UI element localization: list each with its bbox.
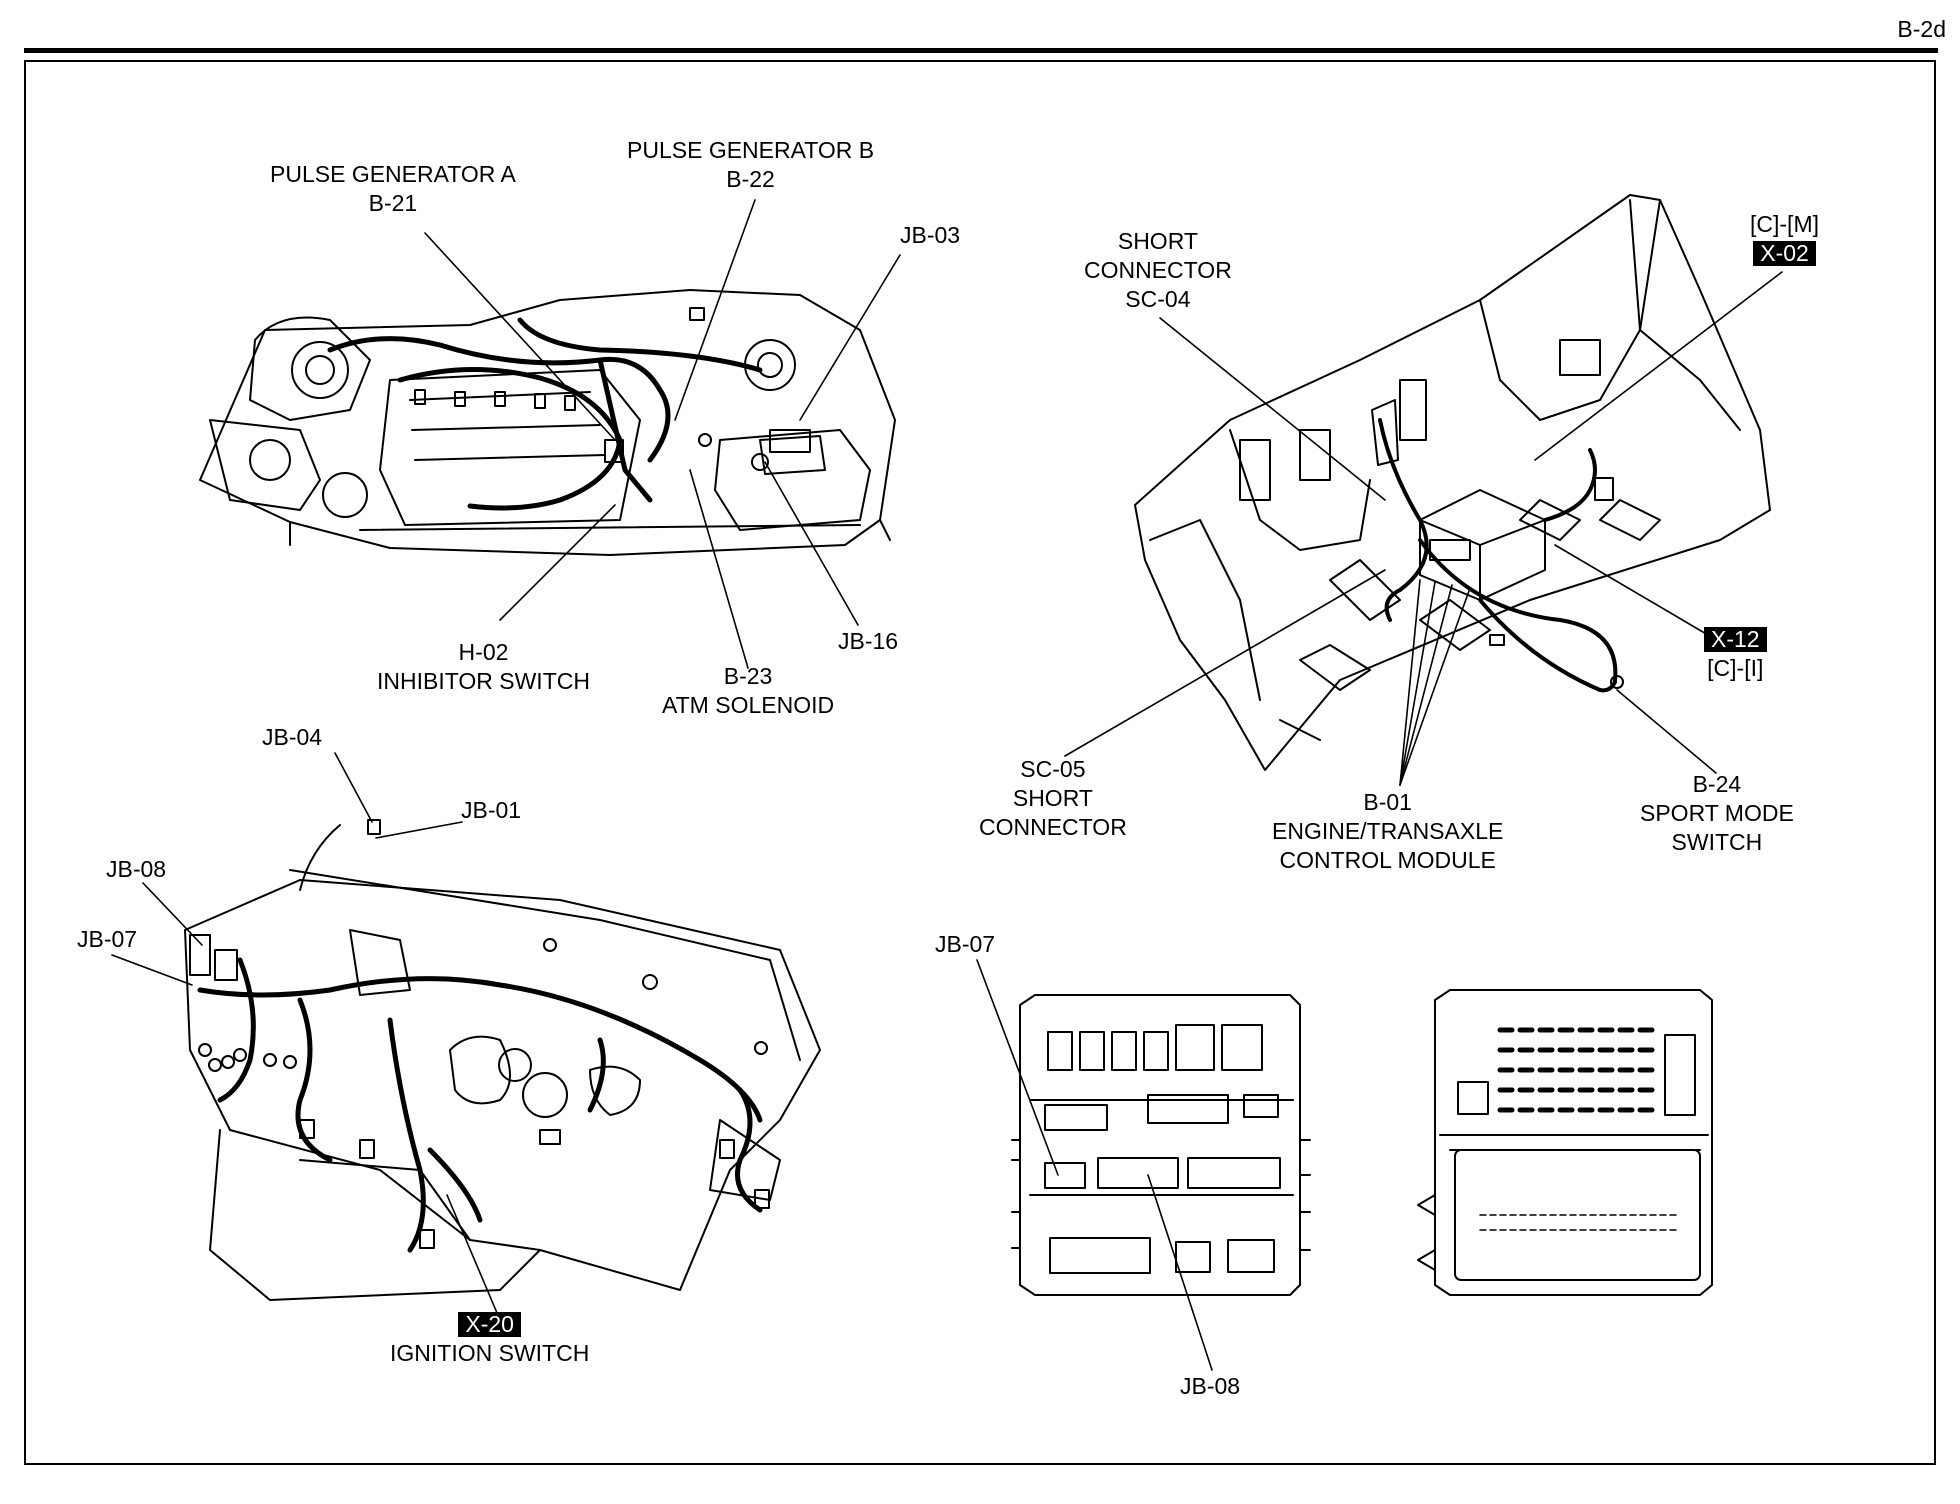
junction-box-rear	[1417, 989, 1713, 1296]
engine-connectors	[414, 307, 811, 471]
short-connector-sc05-label: SC-05 SHORT CONNECTOR	[979, 756, 1127, 840]
atm-solenoid-label: B-23 ATM SOLENOID	[662, 663, 835, 718]
short-connector-sc04-label: SHORT CONNECTOR SC-04	[1084, 228, 1232, 312]
sport-mode-switch-label: B-24 SPORT MODE SWITCH	[1640, 771, 1794, 855]
ecm-unit	[1419, 489, 1546, 601]
jb-01-label: JB-01	[461, 797, 522, 823]
dashboard-connectors	[189, 819, 770, 1249]
engine-leaders	[424, 199, 901, 669]
page-code: B-2d	[1897, 16, 1946, 42]
x-12-label: X-12 [C]-[I]	[1704, 625, 1767, 683]
floor-harness	[1378, 418, 1618, 693]
jb-16-label: JB-16	[838, 628, 899, 654]
jb-04-label: JB-04	[262, 724, 323, 750]
jb-08-left-label: JB-08	[106, 856, 167, 882]
diagram-frame	[24, 60, 1936, 1465]
jb-08-bottom-label: JB-08	[1180, 1373, 1241, 1399]
pulse-generator-b-label: PULSE GENERATOR B B-22	[627, 137, 875, 192]
x-12-tag: X-12	[1704, 627, 1767, 652]
ignition-switch-label: X-20 IGNITION SWITCH	[390, 1311, 590, 1367]
x-20-tag: X-20	[458, 1312, 521, 1337]
floor-leaders	[1064, 271, 1783, 786]
pulse-generator-a-label: PULSE GENERATOR A B-21	[270, 161, 516, 216]
ecm-label: B-01 ENGINE/TRANSAXLE CONTROL MODULE	[1272, 789, 1504, 873]
dashboard-leaders	[111, 752, 501, 1321]
engine-harness	[327, 317, 763, 511]
floor-connectors	[1371, 399, 1624, 689]
jb-07-left-label: JB-07	[77, 926, 138, 952]
junction-box-front	[1011, 994, 1311, 1296]
dashboard-drawing	[184, 869, 821, 1301]
inhibitor-switch-label: H-02 INHIBITOR SWITCH	[377, 639, 590, 694]
junction-box-leaders	[976, 959, 1213, 1371]
x-02-tag: X-02	[1753, 241, 1816, 266]
engine-compartment-drawing	[199, 289, 896, 556]
floor-panel-drawing	[1134, 194, 1771, 771]
header-rule	[24, 48, 1938, 53]
x-02-label: [C]-[M] X-02	[1750, 211, 1819, 266]
jb-07-right-label: JB-07	[935, 931, 996, 957]
jb-03-label: JB-03	[900, 222, 961, 248]
dashboard-harness	[197, 957, 763, 1253]
